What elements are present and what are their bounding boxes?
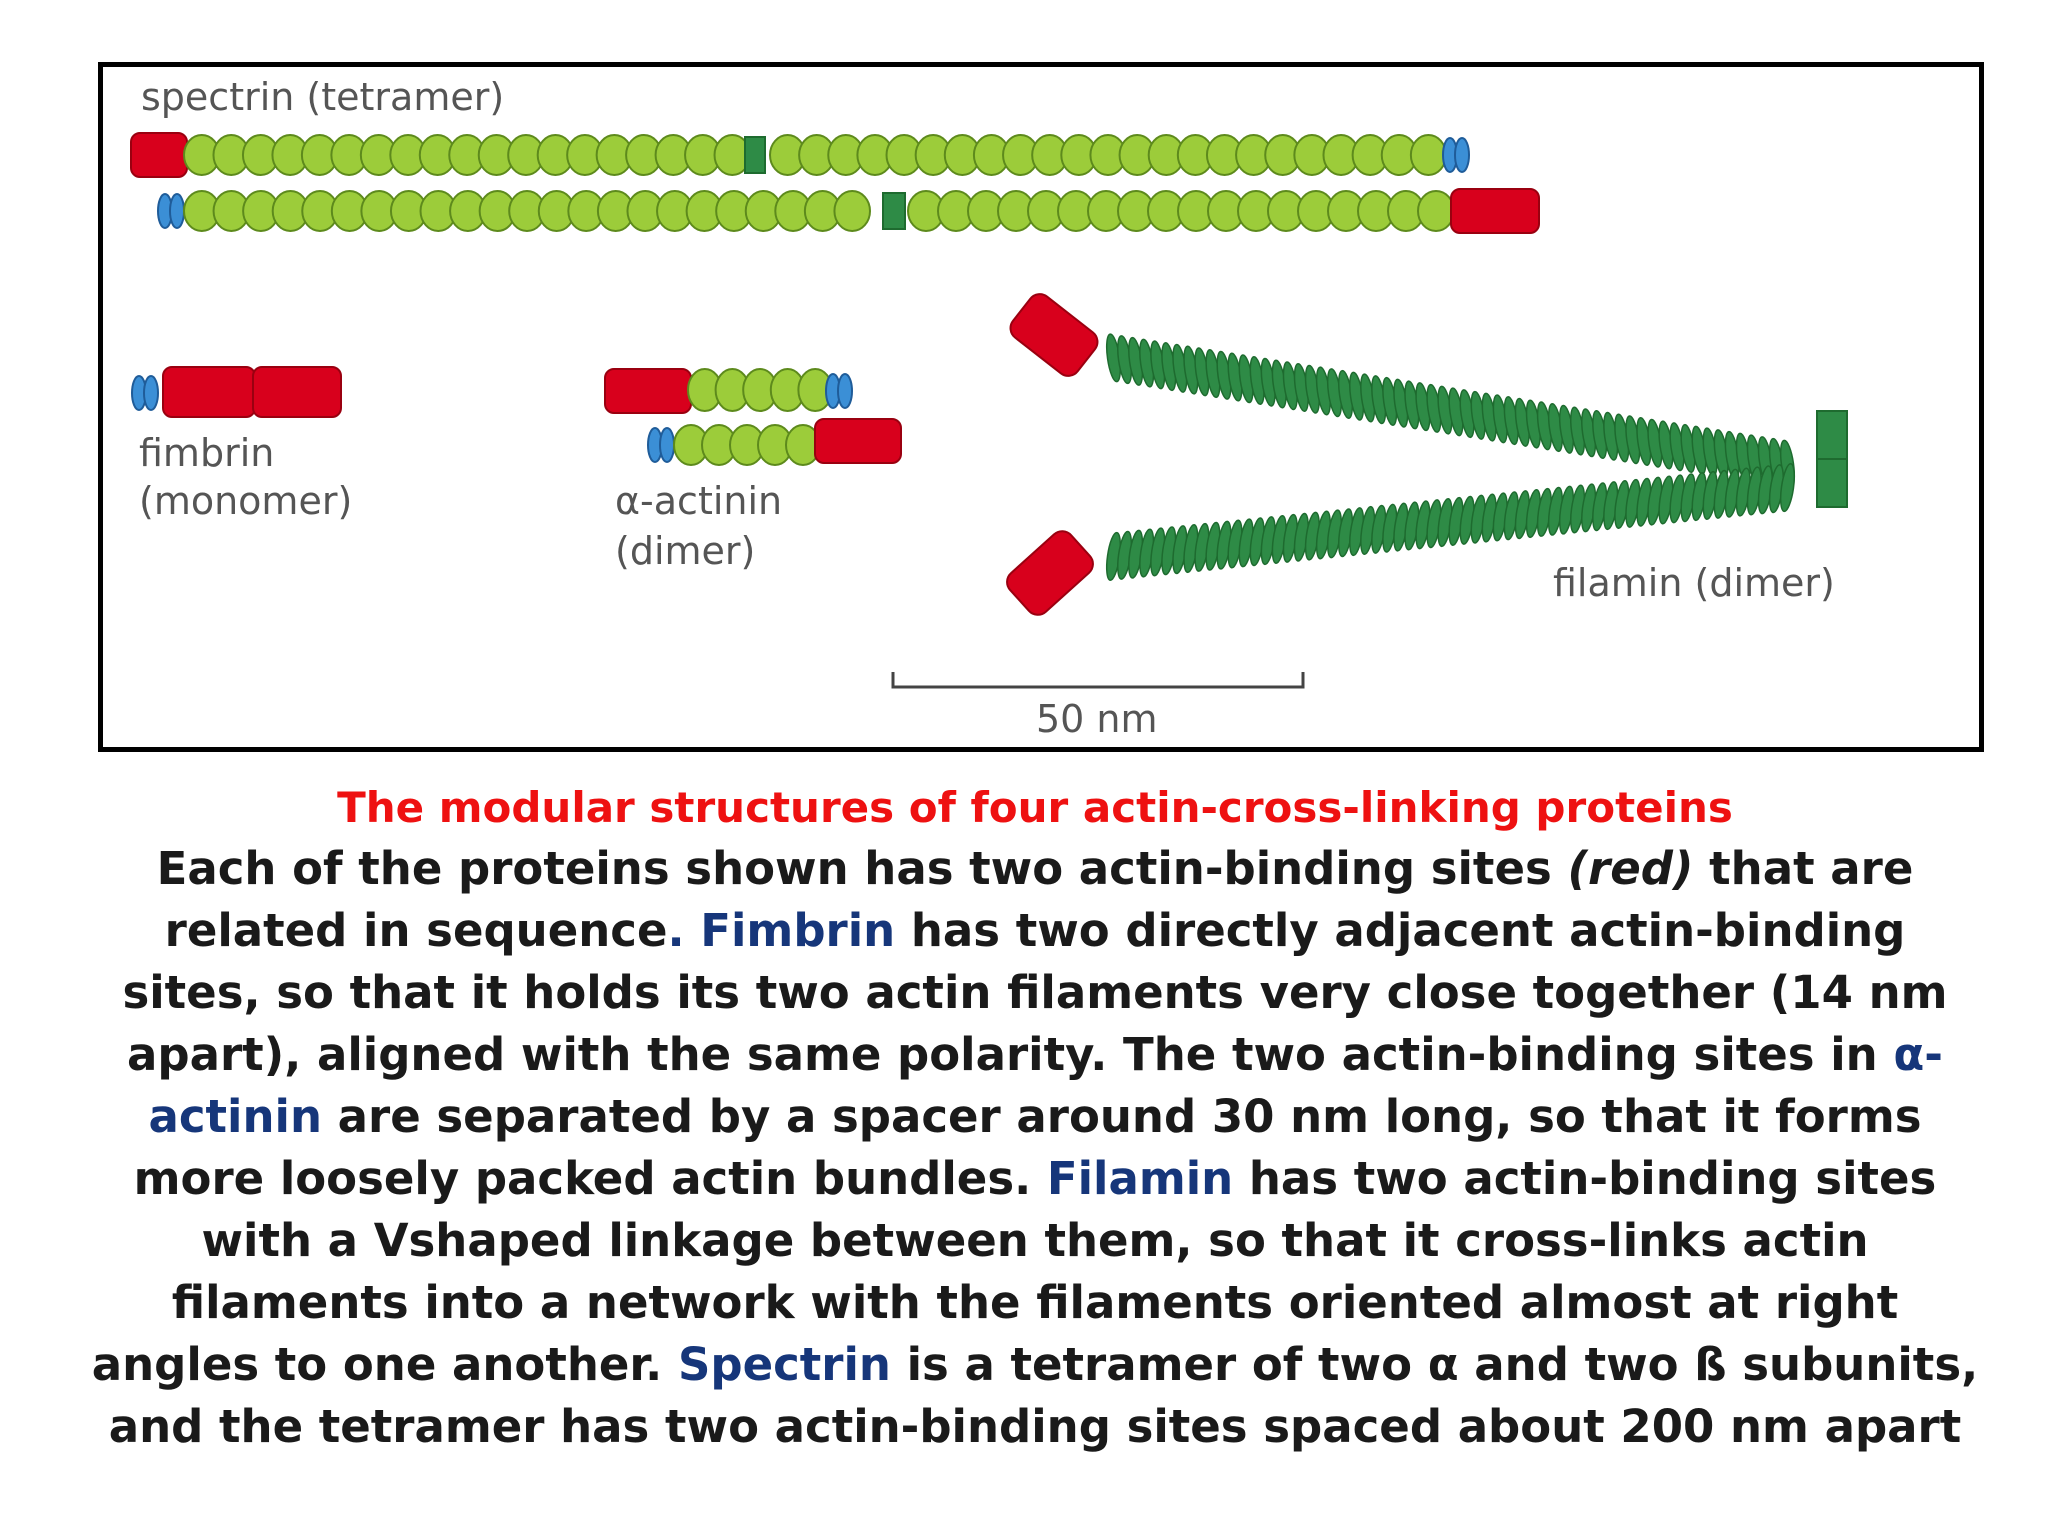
term-actinin: α-actinin bbox=[148, 1028, 1943, 1143]
caption-period: . bbox=[667, 904, 685, 957]
caption-sentence-5: is a tetramer of two α and two ß subunit… bbox=[108, 1338, 1979, 1453]
term-spectrin: Spectrin bbox=[677, 1338, 891, 1391]
spectrin-tetramer bbox=[130, 132, 1540, 234]
filamin-arm bbox=[1105, 333, 1796, 489]
protein-structure-diagram: spectrin (tetramer) fimbrin (monomer) α-… bbox=[98, 62, 1984, 752]
caption-title: The modular structures of four actin-cro… bbox=[337, 783, 1733, 832]
filamin-dimer bbox=[1006, 293, 1848, 616]
caption-sentence-3: are separated by a spacer around 30 nm l… bbox=[133, 1090, 1922, 1205]
alpha-actinin-dimer bbox=[604, 368, 902, 466]
actin-binding-domain bbox=[1009, 293, 1099, 377]
hinge-domain bbox=[882, 192, 906, 230]
figure-caption: The modular structures of four actin-cro… bbox=[90, 778, 1980, 1458]
actin-binding-domain bbox=[604, 368, 692, 414]
spectrin-repeat bbox=[1409, 134, 1448, 176]
ef-hand-domain bbox=[143, 375, 159, 411]
fimbrin-label: fimbrin bbox=[139, 431, 275, 475]
caption-sentence-1: Each of the proteins shown has two actin… bbox=[156, 842, 1552, 895]
term-fimbrin: Fimbrin bbox=[700, 904, 896, 957]
fimbrin-form-label: (monomer) bbox=[139, 479, 353, 523]
actin-binding-domain bbox=[252, 366, 342, 418]
actin-binding-domain bbox=[130, 132, 188, 178]
ef-hand-domain bbox=[1454, 137, 1470, 173]
ef-hand-domain bbox=[837, 373, 853, 409]
actinin-label: α-actinin bbox=[615, 479, 783, 523]
hinge-domain bbox=[1816, 410, 1848, 460]
spectrin-repeat bbox=[833, 190, 872, 232]
filamin-label: filamin (dimer) bbox=[1553, 561, 1835, 605]
filamin-arm bbox=[1105, 463, 1796, 581]
hinge-domain bbox=[1816, 458, 1848, 508]
caption-sentence-4: has two actin-binding sites with a Vshap… bbox=[91, 1152, 1937, 1391]
spectrin-label: spectrin (tetramer) bbox=[141, 75, 505, 119]
spectrin-repeat bbox=[1417, 190, 1455, 232]
scale-bar bbox=[891, 672, 1305, 689]
diagram-drawing bbox=[130, 132, 1848, 689]
red-emphasis: (red) bbox=[1567, 842, 1694, 895]
filamin-repeat bbox=[1779, 463, 1796, 513]
actinin-form-label: (dimer) bbox=[615, 529, 756, 573]
term-filamin: Filamin bbox=[1046, 1152, 1234, 1205]
caption-sentence-1-end: that are related in sequence bbox=[164, 842, 1914, 957]
scale-bar-label: 50 nm bbox=[1036, 697, 1158, 741]
caption-sentence-2: has two directly adjacent actin-binding … bbox=[122, 904, 1948, 1081]
hinge-domain bbox=[744, 136, 766, 174]
actin-binding-domain bbox=[162, 366, 256, 418]
fimbrin-monomer bbox=[131, 366, 342, 418]
ef-hand-domain bbox=[659, 427, 675, 463]
caption-body: Each of the proteins shown has two actin… bbox=[90, 838, 1980, 1458]
actin-binding-domain bbox=[814, 418, 902, 464]
actin-binding-domain bbox=[1450, 188, 1540, 234]
ef-hand-domain bbox=[169, 193, 185, 229]
actin-binding-domain bbox=[1006, 530, 1094, 616]
